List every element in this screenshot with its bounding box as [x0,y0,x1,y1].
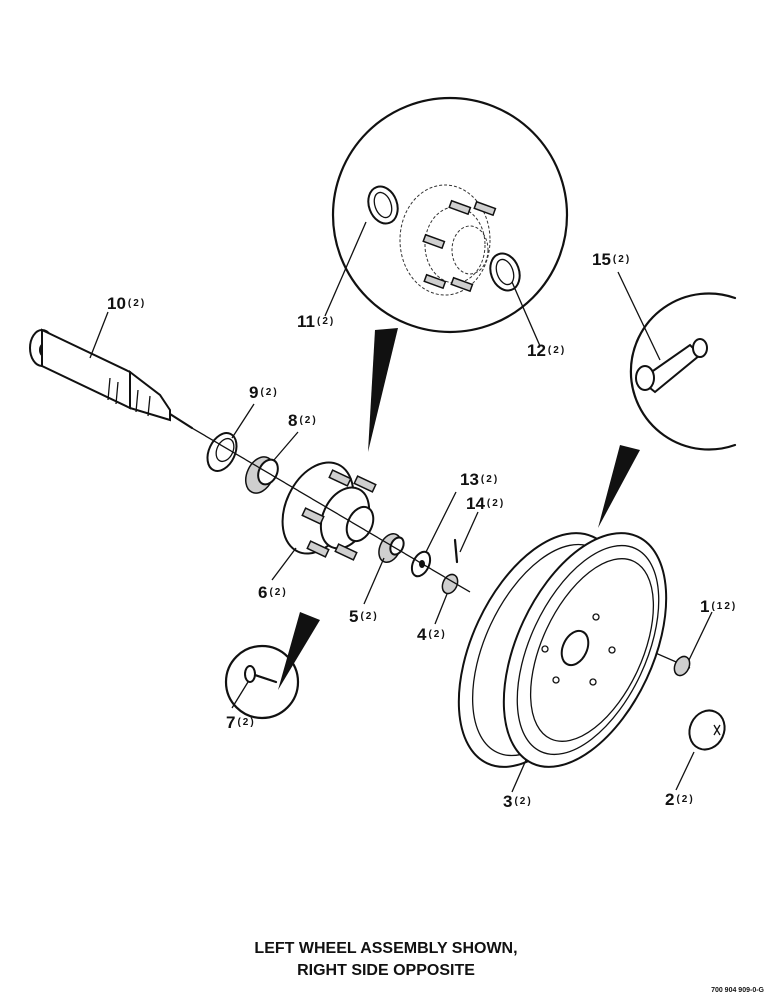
callout-4: 4(2) [417,625,447,644]
callout-11: 11(2) [297,312,336,331]
seal-part [206,432,238,472]
hub-detail-circle [331,96,569,452]
leader-arrows [89,221,713,793]
wheel-rim-part [457,532,668,768]
document-number: 700 904 909-0-G [711,987,764,994]
lug-nut-part [673,655,691,677]
callout-12: 12(2) [527,341,567,360]
hub-part [278,461,377,690]
callout-6: 6(2) [258,583,288,602]
caption-line-2: RIGHT SIDE OPPOSITE [297,962,475,979]
cotter-pin-part [453,538,459,564]
caption-line-1: LEFT WHEEL ASSEMBLY SHOWN, [254,940,518,957]
washer-part [410,550,432,578]
callout-9: 9(2) [249,383,279,402]
slotted-nut-part [441,573,459,595]
spindle-part [29,328,194,430]
callout-1: 1(12) [700,597,738,616]
hub-cap-part [688,709,726,751]
callout-7: 7(2) [226,713,256,732]
bearing-cone-large-part [244,456,279,494]
callout-14: 14(2) [466,494,506,513]
callout-13: 13(2) [460,470,500,489]
valve-stem-detail-circle [598,292,737,528]
bolt-detail-circle [224,644,300,720]
callout-8: 8(2) [288,411,318,430]
callout-5: 5(2) [349,607,379,626]
callout-10: 10(2) [107,294,147,313]
callout-2: 2(2) [665,790,695,809]
callout-15: 15(2) [592,250,632,269]
callout-3: 3(2) [503,792,533,811]
bearing-cone-small-part [378,533,405,563]
